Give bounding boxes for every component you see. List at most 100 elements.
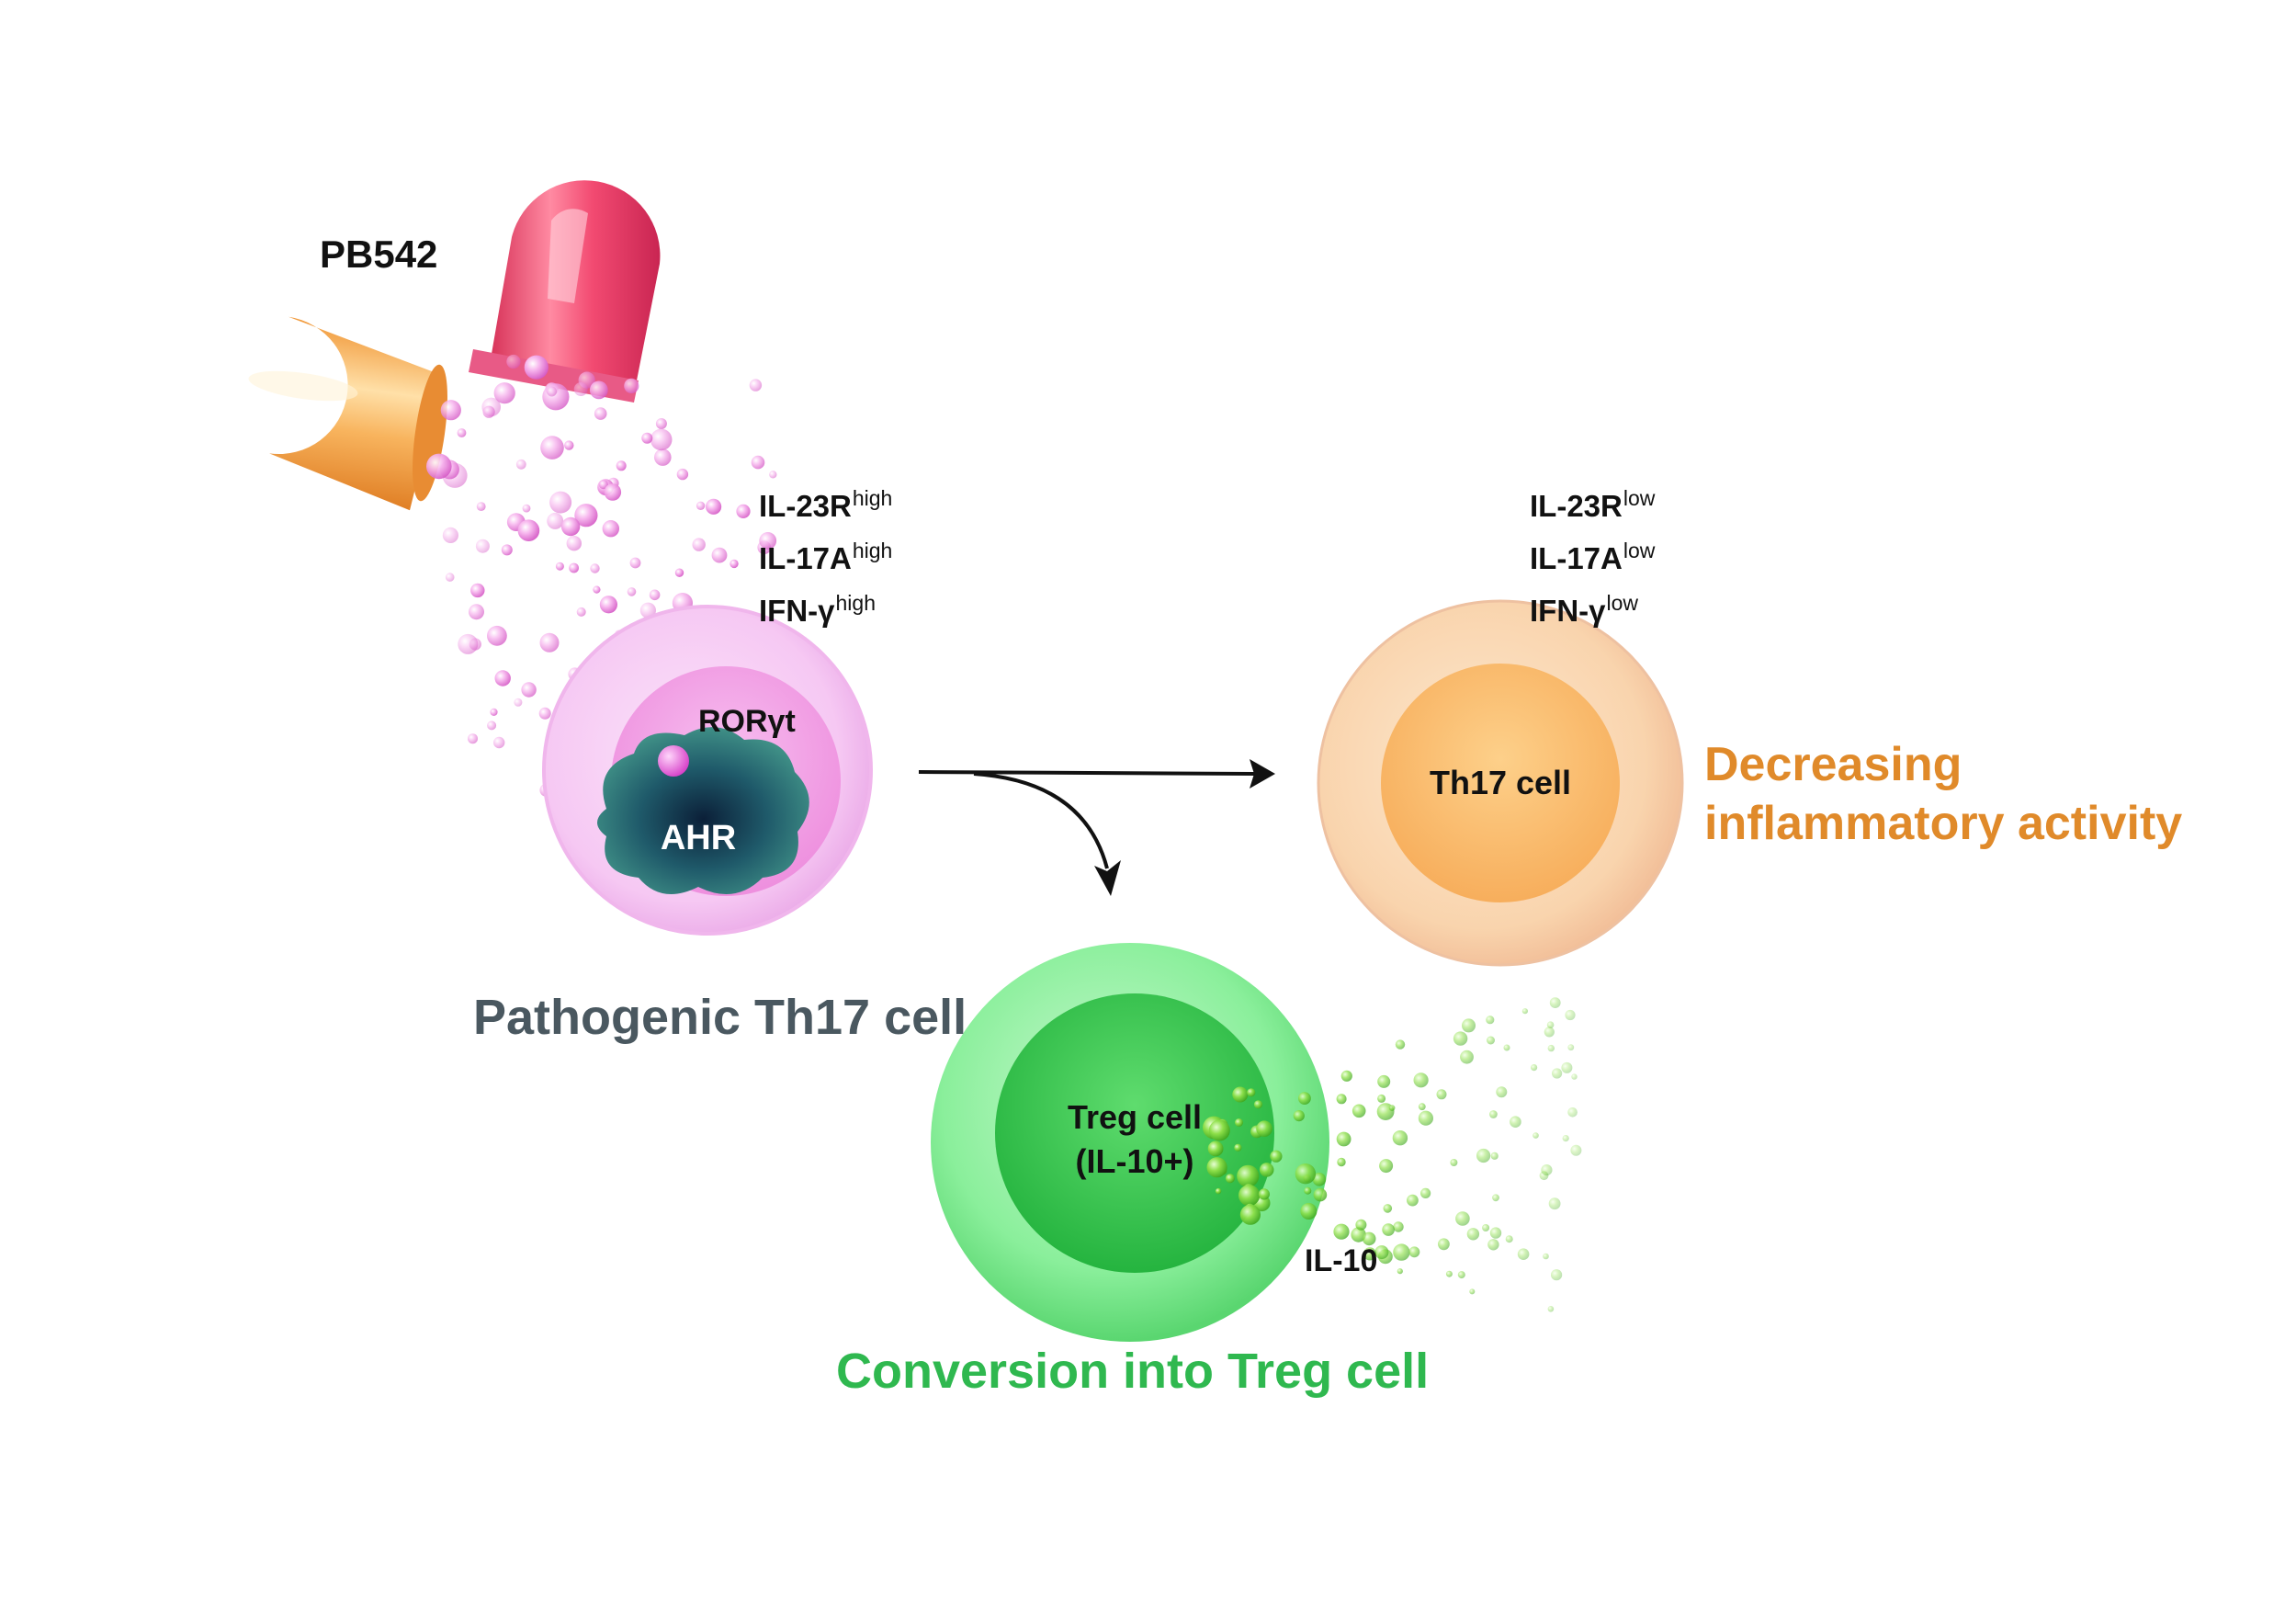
marker-il23r-low: IL-23Rlow [1530,486,1656,523]
drug-particle [594,407,607,420]
drug-particle [602,520,619,538]
il10-particle [1383,1204,1393,1213]
il10-particle [1407,1194,1419,1207]
drug-particle [576,607,586,617]
il10-particle [1253,1100,1263,1109]
il10-particle [1225,1174,1235,1184]
drug-particle [426,453,452,480]
il10-particle [1293,1110,1305,1122]
il10-particle [1548,1197,1561,1210]
drug-particle [501,544,513,556]
pathogenic-cell-caption: Pathogenic Th17 cell [473,990,967,1045]
il10-particle [1397,1268,1403,1275]
il10-particle [1505,1235,1513,1243]
il10-particle [1379,1159,1394,1174]
drug-particle [641,432,653,444]
il10-particle [1531,1064,1538,1072]
drug-particle [542,383,570,411]
treg-caption: Conversion into Treg cell [836,1344,1430,1399]
il10-particle [1567,1107,1578,1118]
il10-particle [1562,1135,1569,1142]
drug-particle [487,625,507,646]
il10-particle [1374,1245,1389,1260]
drug-particle [624,378,639,393]
drug-particle [759,532,777,550]
drug-particle [482,405,495,418]
capsule-orange-half [248,316,447,511]
drug-particle [590,563,600,573]
drug-particle [706,498,722,515]
drug-particle [515,459,526,470]
drug-particle [458,633,479,654]
il10-particle [1469,1288,1476,1295]
il10-particle [1340,1070,1352,1082]
il10-particle [1487,1036,1495,1045]
drug-particle [654,448,672,466]
il10-label: IL-10 [1305,1243,1378,1278]
drug-particle [457,428,467,437]
drug-particle [599,596,618,614]
drug-particle [674,568,684,577]
il10-particle [1487,1239,1499,1251]
il10-particle [1547,1306,1555,1312]
il10-particles [1203,997,1582,1312]
marker-il17a-low: IL-17Alow [1530,539,1656,575]
il10-particle [1418,1103,1426,1111]
il10-particle [1336,1131,1352,1147]
drug-particle [517,519,540,541]
drug-particle [574,504,598,528]
rorgt-molecule [658,745,689,777]
drug-particle [627,587,637,596]
drug-particle [493,382,515,404]
drug-particle [475,539,490,553]
il10-particle [1418,1110,1433,1126]
il10-particle [1337,1157,1346,1167]
drug-particle [539,632,560,652]
il10-particle [1298,1092,1311,1105]
il10-particle [1256,1120,1272,1137]
il10-particle [1295,1163,1317,1185]
th17-cell-label: Th17 cell [1429,764,1572,801]
il10-particle [1234,1143,1242,1152]
il10-particle [1486,1016,1495,1025]
drug-particle [751,455,765,470]
drug-particle [730,559,739,569]
il10-particle [1247,1088,1256,1097]
drug-particle [555,562,564,571]
il10-particle [1313,1187,1328,1202]
il10-particle [1521,1008,1528,1015]
il10-particle [1238,1185,1261,1207]
il10-particle [1543,1253,1549,1260]
il10-particle [1561,1061,1573,1073]
drug-particle [549,491,572,514]
il10-particle [1450,1159,1458,1166]
il10-particle [1351,1227,1366,1243]
il10-particle [1352,1104,1366,1118]
drug-particle [692,538,706,551]
treg-label-line-2: (IL-10+) [1075,1142,1194,1180]
il10-particle [1393,1221,1404,1232]
il10-particle [1413,1072,1429,1088]
drug-particle [564,440,574,450]
drug-particle [487,721,497,731]
il10-particle [1482,1224,1490,1231]
il10-particle [1567,1044,1575,1051]
drug-particle [696,501,706,510]
marker-ifng-high: IFN-γhigh [759,591,876,628]
drug-particle [598,480,608,490]
il10-particle [1237,1164,1260,1187]
il10-particle [1476,1148,1491,1163]
il10-particle [1549,997,1561,1008]
il10-particle [1541,1164,1553,1176]
outcome-line-2: inflammatory activity [1704,797,2183,850]
il10-particle [1489,1227,1502,1239]
pathogenic-th17-cell [542,605,873,936]
treg-cell-label: Treg cell (IL-10+) [1068,1095,1202,1184]
treg-label-line-1: Treg cell [1067,1098,1203,1136]
il10-particle [1312,1173,1327,1186]
drug-particle [521,682,537,698]
il10-particle [1533,1132,1539,1139]
drug-particle [676,468,689,481]
drug-particle [649,589,661,601]
